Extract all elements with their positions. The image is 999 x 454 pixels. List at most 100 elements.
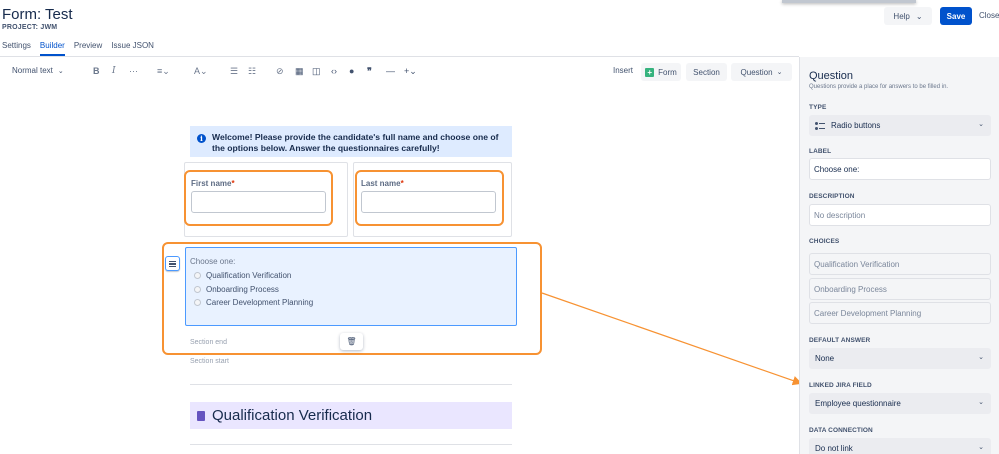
last-name-input[interactable] <box>361 191 496 213</box>
info-panel[interactable]: i Welcome! Please provide the candidate'… <box>190 126 512 157</box>
drag-handle-icon[interactable] <box>165 256 180 271</box>
radio-option-label: Career Development Planning <box>206 298 314 307</box>
chevron-down-icon: ⌄ <box>978 399 984 406</box>
radio-circle-icon <box>194 286 201 293</box>
chevron-down-icon: ⌄ <box>978 354 984 361</box>
type-value: Radio buttons <box>831 121 881 130</box>
layout-column-right <box>353 162 512 237</box>
choice-input[interactable]: Career Development Planning <box>809 302 991 324</box>
editor-toolbar: Normal text ⌄ B I ··· ≡⌄ A⌄ ☰ ☷ ⊘ ▦ ◫ ‹›… <box>0 62 799 82</box>
label-field-label: LABEL <box>809 148 832 155</box>
link-icon[interactable]: ⊘ <box>276 66 284 76</box>
insert-form-button[interactable]: + Form <box>641 63 681 81</box>
chevron-down-icon: ⌄ <box>978 121 984 128</box>
divider-icon[interactable]: — <box>386 66 395 76</box>
note-icon <box>197 411 205 421</box>
text-style-label: Normal text <box>12 66 53 75</box>
plus-icon: + <box>645 67 655 77</box>
choice-input[interactable]: Qualification Verification <box>809 253 991 275</box>
tab-settings[interactable]: Settings <box>2 41 31 50</box>
heading-text: Qualification Verification <box>212 407 373 424</box>
close-button[interactable]: Close <box>979 11 999 20</box>
chevron-down-icon: ⌄ <box>978 444 984 451</box>
tab-bar: Settings Builder Preview Issue JSON <box>2 41 154 56</box>
radio-question-highlight <box>162 242 542 355</box>
section-divider <box>190 444 512 445</box>
align-icon[interactable]: ≡⌄ <box>157 66 170 76</box>
insert-question-dropdown[interactable]: Question ⌄ <box>731 63 792 81</box>
radio-circle-icon <box>194 299 201 306</box>
first-name-highlight <box>184 170 333 226</box>
insert-more-icon[interactable]: +⌄ <box>404 66 417 76</box>
info-icon: i <box>197 134 206 143</box>
help-button-label: Help <box>893 11 910 21</box>
chevron-down-icon: ⌄ <box>776 69 783 76</box>
project-label: PROJECT: JWM <box>2 24 58 31</box>
chevron-down-icon: ⌄ <box>57 67 64 75</box>
radio-option[interactable]: Career Development Planning <box>194 298 313 307</box>
numbered-list-icon[interactable]: ☷ <box>248 66 257 76</box>
description-label: DESCRIPTION <box>809 193 855 200</box>
linked-jira-field-select[interactable]: Employee questionnaire ⌄ <box>809 393 991 414</box>
quote-icon[interactable]: ❞ <box>367 66 372 76</box>
tab-issue-json[interactable]: Issue JSON <box>111 41 154 50</box>
label-input[interactable]: Choose one: <box>809 158 991 180</box>
insert-question-label: Question <box>740 67 773 77</box>
text-style-dropdown[interactable]: Normal text ⌄ <box>12 66 64 75</box>
section-divider <box>190 384 512 385</box>
radio-option-label: Qualification Verification <box>206 271 292 280</box>
info-panel-text: Welcome! Please provide the candidate's … <box>212 132 499 153</box>
type-select[interactable]: Radio buttons ⌄ <box>809 115 991 136</box>
chevron-down-icon: ⌄ <box>915 11 923 21</box>
italic-icon[interactable]: I <box>112 66 116 76</box>
data-connection-select[interactable]: Do not link ⌄ <box>809 438 991 454</box>
header-divider <box>0 56 799 57</box>
trash-icon: 🗑 <box>346 337 357 346</box>
help-button[interactable]: Help ⌄ <box>884 7 932 25</box>
panel-subtitle: Questions provide a place for answers to… <box>809 84 949 90</box>
heading-panel[interactable]: Qualification Verification <box>190 402 512 429</box>
last-name-label: Last name* <box>361 179 404 188</box>
text-color-icon[interactable]: A⌄ <box>194 66 208 76</box>
radio-option[interactable]: Onboarding Process <box>194 285 279 294</box>
section-start-marker: Section start <box>190 358 229 365</box>
layout-icon[interactable]: ◫ <box>312 66 321 76</box>
radio-circle-icon <box>194 272 201 279</box>
table-icon[interactable]: ▦ <box>295 66 304 76</box>
radio-option[interactable]: Qualification Verification <box>194 271 291 280</box>
radio-question-block[interactable] <box>185 247 517 326</box>
bold-icon[interactable]: B <box>93 66 100 76</box>
bullet-list-icon[interactable]: ☰ <box>230 66 239 76</box>
page-title: Form: Test <box>2 6 73 23</box>
data-connection-label: DATA CONNECTION <box>809 427 873 434</box>
insert-section-button[interactable]: Section <box>686 63 727 81</box>
choices-label: CHOICES <box>809 238 840 245</box>
default-answer-select[interactable]: None ⌄ <box>809 348 991 369</box>
type-label: TYPE <box>809 104 827 111</box>
more-formatting-icon[interactable]: ··· <box>129 66 138 76</box>
last-name-highlight <box>355 170 504 226</box>
data-connection-value: Do not link <box>815 444 853 453</box>
radio-list-icon <box>815 121 825 130</box>
radio-option-label: Onboarding Process <box>206 285 279 294</box>
insert-form-label: Form <box>658 67 677 77</box>
question-label: Choose one: <box>190 257 236 266</box>
delete-button[interactable]: 🗑 <box>340 333 363 350</box>
tab-builder[interactable]: Builder <box>39 41 65 56</box>
insert-label: Insert <box>613 66 634 75</box>
panel-title: Question <box>809 70 854 82</box>
first-name-label: First name* <box>191 179 235 188</box>
choice-input[interactable]: Onboarding Process <box>809 278 991 300</box>
save-button[interactable]: Save <box>940 7 972 25</box>
tab-preview[interactable]: Preview <box>73 41 103 50</box>
section-end-marker: Section end <box>190 339 227 346</box>
default-answer-label: DEFAULT ANSWER <box>809 337 871 344</box>
linked-jira-field-value: Employee questionnaire <box>815 399 901 408</box>
first-name-input[interactable] <box>191 191 326 213</box>
description-input[interactable]: No description <box>809 204 991 226</box>
default-answer-value: None <box>815 354 835 363</box>
code-icon[interactable]: ‹› <box>331 66 337 76</box>
question-settings-panel: Question Questions provide a place for a… <box>799 57 999 454</box>
info-panel-icon[interactable]: ● <box>349 66 355 76</box>
